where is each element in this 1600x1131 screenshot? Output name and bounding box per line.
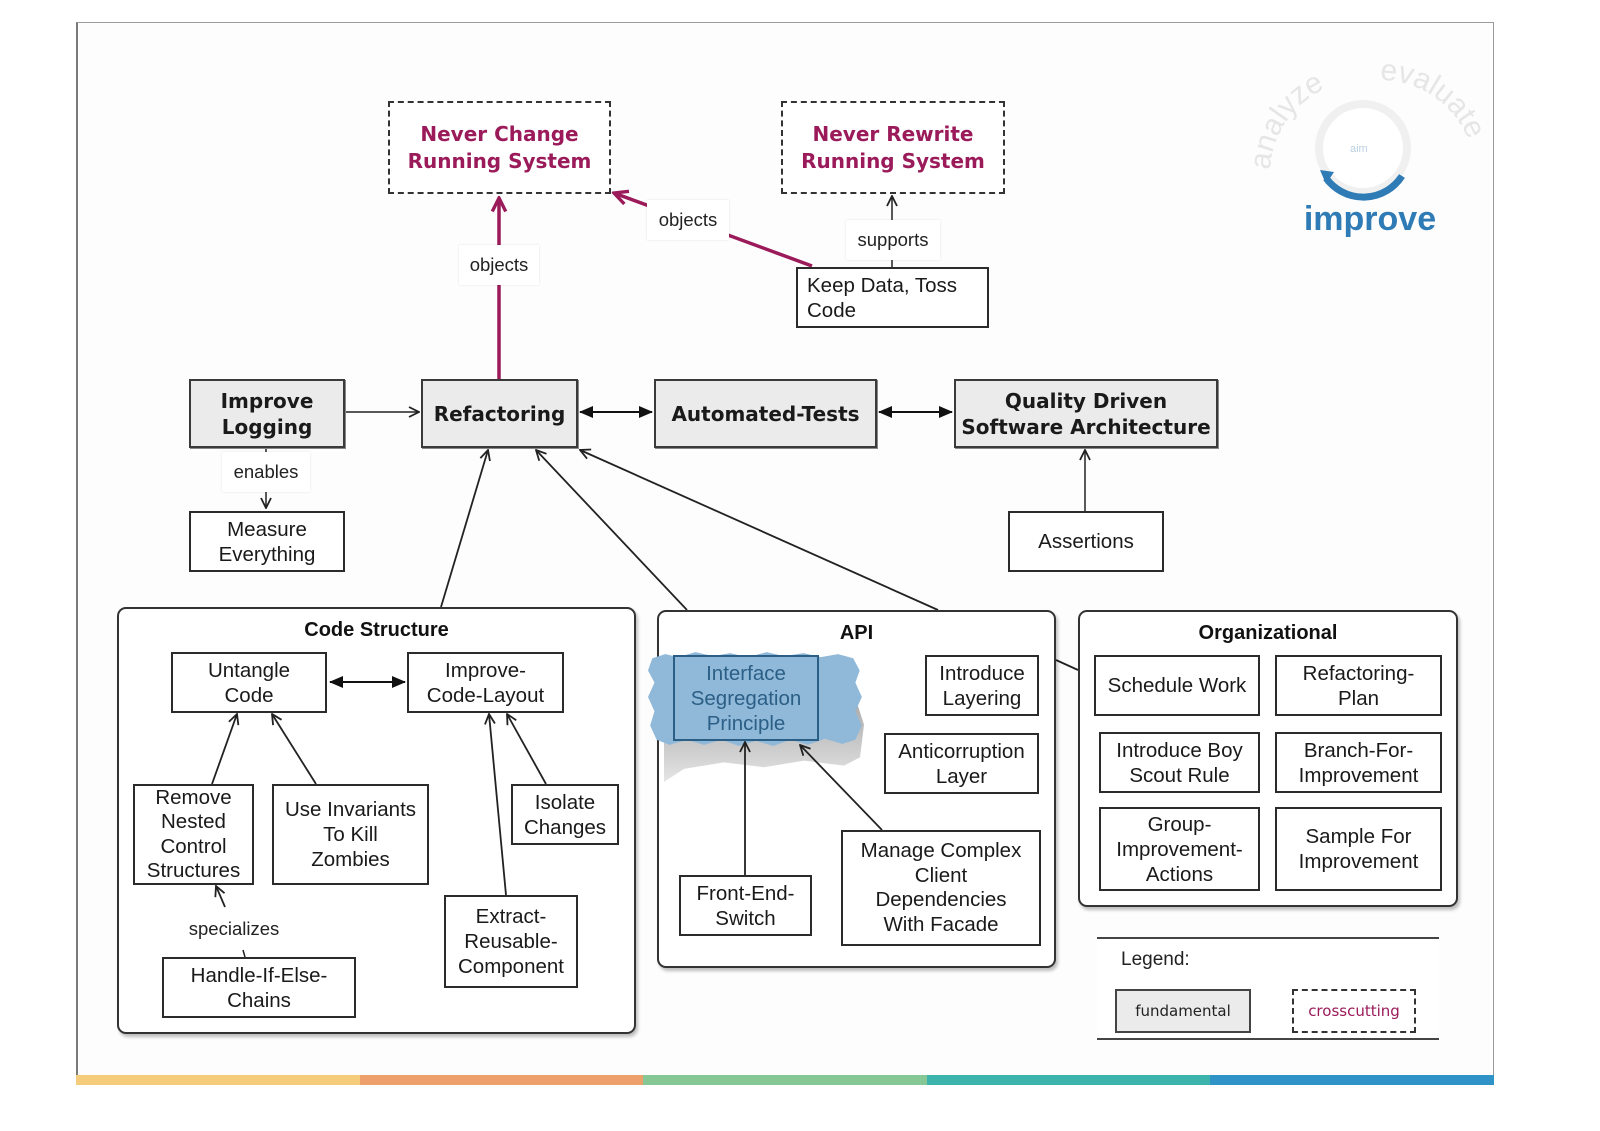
aim42-logo: analyze evaluate aim improve <box>1250 60 1490 240</box>
highlight-torn-paper <box>648 652 862 746</box>
edge-api-to-refactoring <box>536 450 688 611</box>
node-assertions[interactable]: Assertions <box>1008 511 1164 572</box>
edge-label-enables: enables <box>222 452 310 492</box>
edge-label-specializes: specializes <box>188 918 280 939</box>
node-never-rewrite-running-system[interactable]: Never Rewrite Running System <box>781 101 1005 194</box>
edge-label-objects: objects <box>647 200 729 240</box>
legend-fundamental: fundamental <box>1115 989 1251 1033</box>
group-title-code-structure: Code Structure <box>304 619 449 641</box>
group-title-organizational: Organizational <box>1198 622 1338 644</box>
node-branch-for-improvement[interactable]: Branch-For- Improvement <box>1275 732 1442 793</box>
node-keep-data-toss-code[interactable]: Keep Data, Toss Code <box>796 267 989 328</box>
node-handle-if-else-chains[interactable]: Handle-If-Else- Chains <box>162 957 356 1018</box>
node-improve-logging[interactable]: Improve Logging <box>189 379 345 448</box>
stripe-segment <box>1210 1075 1494 1085</box>
node-measure-everything[interactable]: Measure Everything <box>189 511 345 572</box>
aim-label: aim <box>1350 143 1368 155</box>
node-extract-reusable-component[interactable]: Extract- Reusable- Component <box>444 895 578 988</box>
legend-crosscutting: crosscutting <box>1292 989 1416 1033</box>
edge-facade-to-isp <box>800 745 883 831</box>
edge-codestructure-to-refactoring <box>440 450 488 608</box>
improve-label: improve <box>1303 200 1437 238</box>
node-refactoring-plan[interactable]: Refactoring- Plan <box>1275 655 1442 716</box>
edge-isolate-to-layout <box>507 714 547 785</box>
node-isolate-changes[interactable]: Isolate Changes <box>511 784 619 845</box>
node-group-improvement-actions[interactable]: Group- Improvement- Actions <box>1099 807 1260 891</box>
node-interface-segregation-principle[interactable]: Interface Segregation Principle <box>673 655 819 741</box>
node-front-end-switch[interactable]: Front-End- Switch <box>679 875 812 936</box>
node-manage-complex-client-dependencies-with-facade[interactable]: Manage Complex Client Dependencies With … <box>841 830 1041 946</box>
node-introduce-layering[interactable]: Introduce Layering <box>925 655 1039 716</box>
stripe-segment <box>360 1075 643 1085</box>
edge-label-objects: objects <box>459 245 539 285</box>
stripe-segment <box>927 1075 1210 1085</box>
node-sample-for-improvement[interactable]: Sample For Improvement <box>1275 807 1442 891</box>
node-untangle-code[interactable]: Untangle Code <box>171 652 327 713</box>
improvement-cycle-icon: analyze evaluate aim <box>1250 60 1490 201</box>
node-never-change-running-system[interactable]: Never Change Running System <box>388 101 611 194</box>
legend-title: Legend: <box>1121 949 1190 970</box>
node-refactoring[interactable]: Refactoring <box>421 379 578 448</box>
edge-extract-to-layout <box>489 714 507 896</box>
legend: Legend: fundamental crosscutting <box>1097 937 1439 1040</box>
node-automated-tests[interactable]: Automated-Tests <box>654 379 877 448</box>
node-improve-code-layout[interactable]: Improve- Code-Layout <box>407 652 564 713</box>
node-anticorruption-layer[interactable]: Anticorruption Layer <box>884 733 1039 794</box>
edge-ifelse-to-remove-nested <box>216 886 226 908</box>
group-title-api: API <box>839 622 874 644</box>
stripe-segment <box>76 1075 360 1085</box>
node-quality-driven-software-architecture[interactable]: Quality Driven Software Architecture <box>954 379 1218 448</box>
edge-label-supports: supports <box>846 220 940 260</box>
node-introduce-boy-scout-rule[interactable]: Introduce Boy Scout Rule <box>1099 732 1260 793</box>
edge-ifelse-stub <box>242 949 246 958</box>
edge-invariants-to-untangle <box>272 714 317 785</box>
edge-remove-nested-to-untangle <box>211 714 237 785</box>
stripe-segment <box>643 1075 927 1085</box>
edge-api-org-link <box>1055 659 1079 671</box>
edge-org-to-refactoring <box>580 450 939 611</box>
node-remove-nested-control-structures[interactable]: Remove Nested Control Structures <box>133 784 254 885</box>
node-schedule-work[interactable]: Schedule Work <box>1094 655 1260 716</box>
node-use-invariants-to-kill-zombies[interactable]: Use Invariants To Kill Zombies <box>272 784 429 885</box>
